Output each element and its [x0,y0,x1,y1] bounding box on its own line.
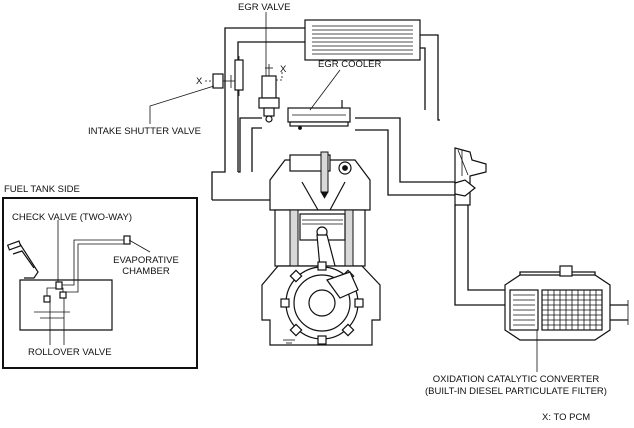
egr-cooler [287,100,351,130]
check-valve-label: CHECK VALVE (TWO-WAY) [12,212,132,223]
rollover-valve-label: ROLLOVER VALVE [28,347,112,358]
fuel-tank-side-label: FUEL TANK SIDE [4,184,80,195]
catalytic-converter [504,265,611,341]
pcm-marker-egr: X [280,64,287,75]
intake-shutter-valve-leader [149,85,215,124]
egr-valve [258,64,283,123]
egr-cooler-leader [309,69,341,111]
intake-shutter-valve-label: INTAKE SHUTTER VALVE [88,126,201,137]
intake-piping [211,27,629,325]
engine [261,151,381,346]
turbocharger [454,147,487,206]
egr-valve-label: EGR VALVE [238,2,290,13]
intercooler [304,19,421,61]
pcm-marker-shutter: X [196,76,203,87]
fuel-tank-inset [2,197,198,369]
oxidation-converter-label-1: OXIDATION CATALYTIC CONVERTER [433,374,600,385]
egr-cooler-label: EGR COOLER [318,59,381,70]
evaporative-chamber-label-1: EVAPORATIVE [113,255,179,266]
evaporative-chamber-label-2: CHAMBER [122,266,170,277]
to-pcm-legend: X: TO PCM [542,412,590,423]
intake-shutter-valve [205,56,244,96]
oxidation-converter-label-2: (BUILT-IN DIESEL PARTICULATE FILTER) [425,386,607,397]
